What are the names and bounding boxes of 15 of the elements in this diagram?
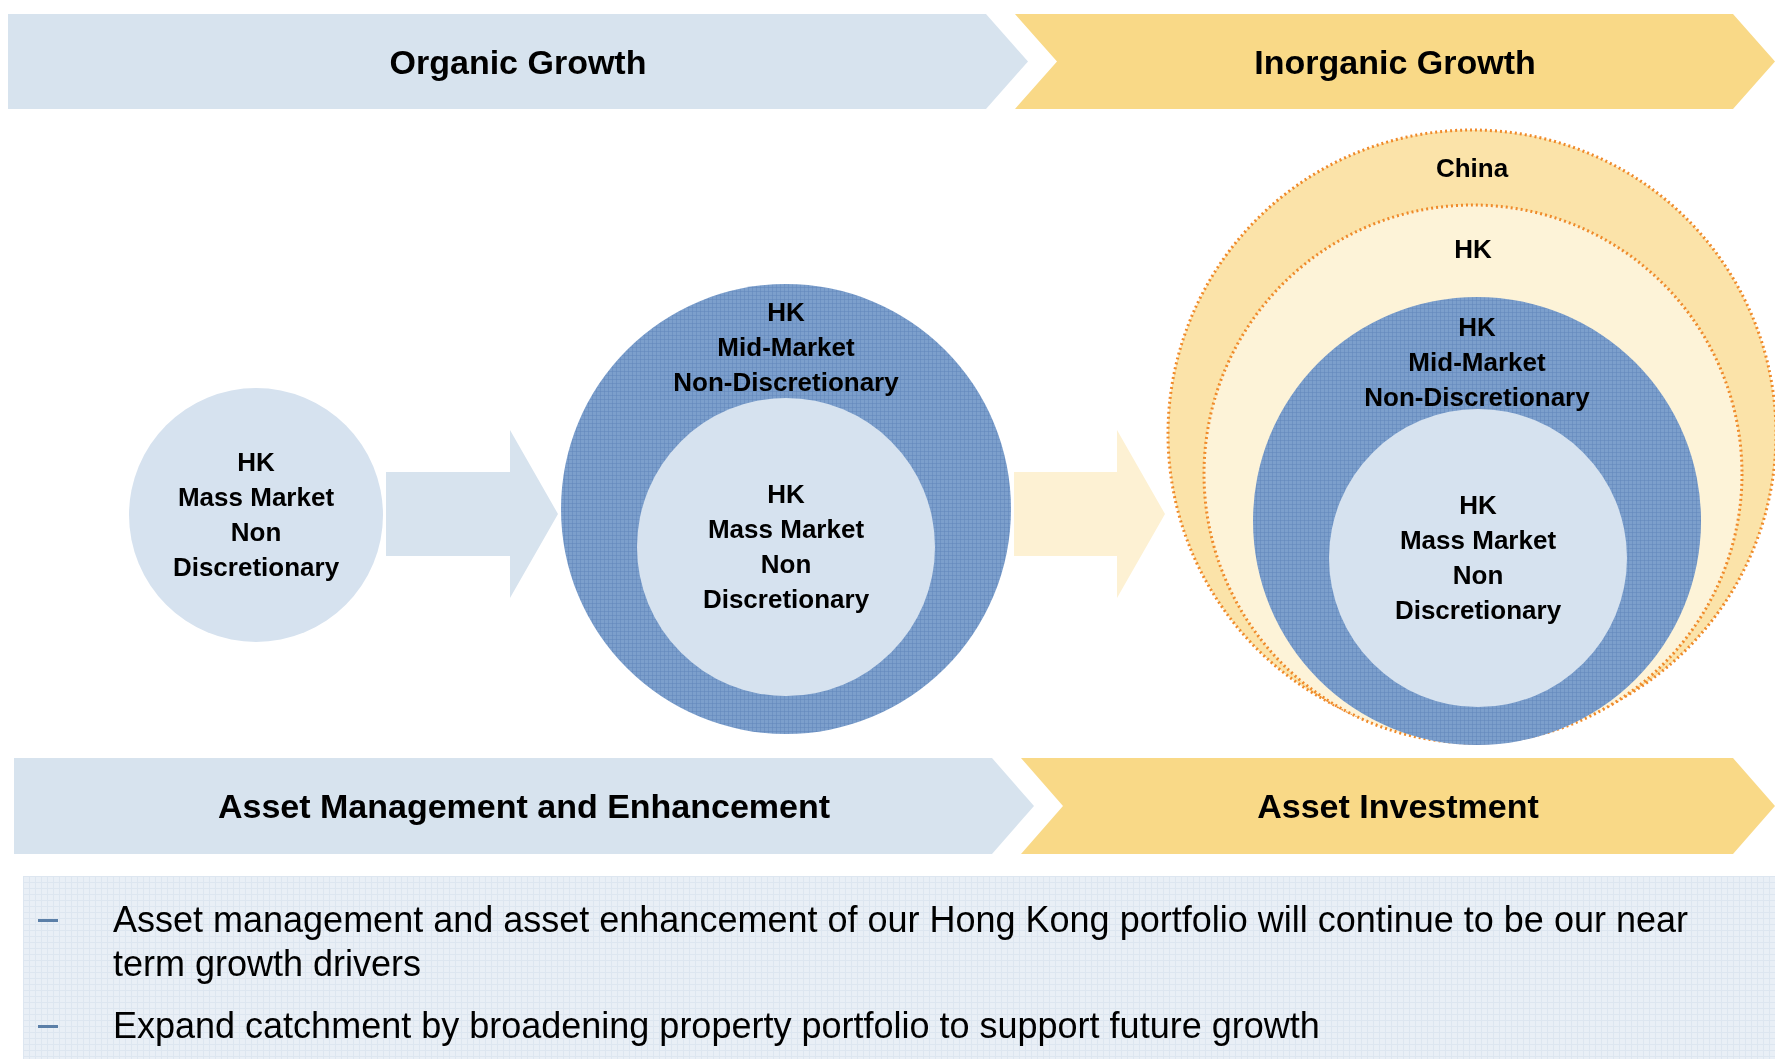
block-arrow xyxy=(1014,430,1165,598)
banner-title: Inorganic Growth xyxy=(1254,41,1536,82)
circle-label: HK Mid-Market Non-Discretionary xyxy=(1364,311,1590,414)
bullet-text: Asset management and asset enhancement of our Hong Kong portfolio will continue to be our near term growth drivers xyxy=(113,898,1689,986)
bullet-text: Expand catchment by broadening property portfolio to support future growth xyxy=(113,1004,1321,1048)
circle-label: HK Mass Market Non Discretionary xyxy=(172,446,340,584)
circle-label: China xyxy=(1435,152,1509,185)
circle-label: HK Mass Market Non Discretionary xyxy=(702,478,870,616)
circle-label: HK Mass Market Non Discretionary xyxy=(1394,489,1562,627)
block-arrow xyxy=(386,430,558,598)
banner-title: Asset Investment xyxy=(1257,786,1539,826)
circle-label: HK Mid-Market Non-Discretionary xyxy=(673,296,899,399)
circle-label: HK xyxy=(1454,233,1492,266)
banner-title: Asset Management and Enhancement xyxy=(217,786,831,826)
banner-title: Organic Growth xyxy=(389,41,647,82)
